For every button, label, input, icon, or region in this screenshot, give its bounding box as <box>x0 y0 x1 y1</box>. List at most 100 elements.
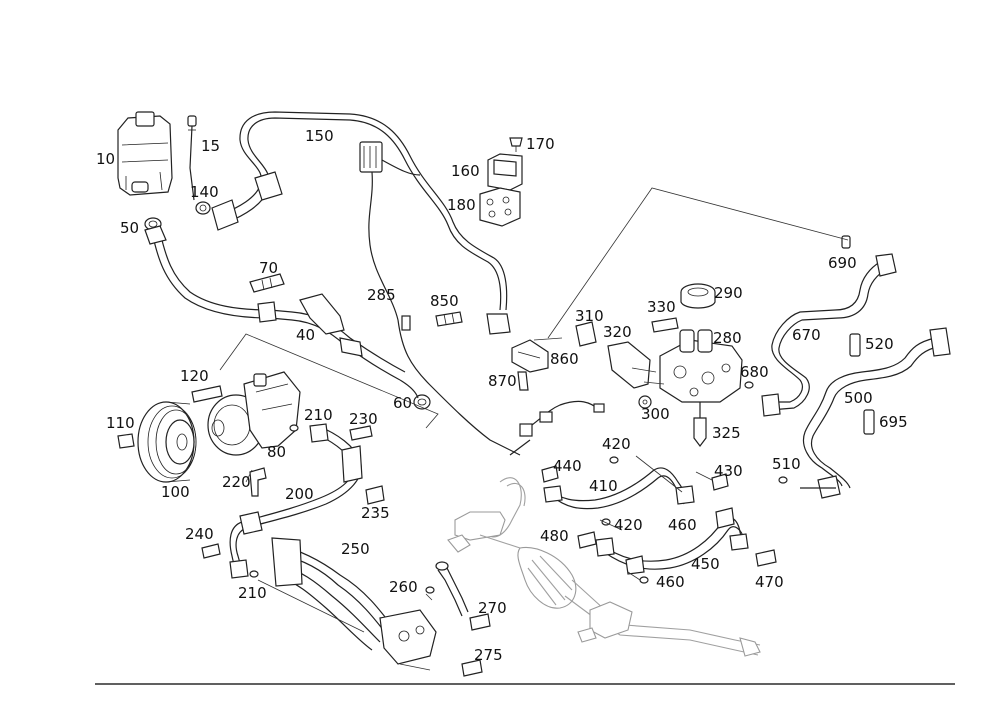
bracket-310[interactable] <box>575 321 597 347</box>
callout-210-lower[interactable]: 210 <box>238 584 267 602</box>
callout-470[interactable]: 470 <box>755 573 784 591</box>
callout-860[interactable]: 860 <box>550 350 579 368</box>
callout-670[interactable]: 670 <box>792 326 821 344</box>
callout-40[interactable]: 40 <box>296 326 315 344</box>
callout-410[interactable]: 410 <box>589 477 618 495</box>
harness-285[interactable] <box>359 141 521 456</box>
return-hose-150[interactable] <box>211 111 511 335</box>
callout-240[interactable]: 240 <box>185 525 214 543</box>
callout-260[interactable]: 260 <box>389 578 418 596</box>
callout-200[interactable]: 200 <box>285 485 314 503</box>
line-500[interactable] <box>800 327 951 499</box>
bolt-70[interactable] <box>249 273 285 293</box>
line-670[interactable] <box>761 253 897 417</box>
bolt-430[interactable] <box>711 473 729 491</box>
callout-460-lower[interactable]: 460 <box>656 573 685 591</box>
callout-150[interactable]: 150 <box>305 127 334 145</box>
pressure-line-200[interactable] <box>229 423 363 579</box>
valve-block-280[interactable] <box>659 329 743 403</box>
sensor-harness[interactable] <box>509 400 605 456</box>
washer-260[interactable] <box>425 586 435 594</box>
callout-180[interactable]: 180 <box>447 196 476 214</box>
bolt-270[interactable] <box>469 613 491 631</box>
pulley-100[interactable] <box>137 401 197 483</box>
bracket-320[interactable] <box>607 341 651 389</box>
callout-310[interactable]: 310 <box>575 307 604 325</box>
callout-10[interactable]: 10 <box>96 150 115 168</box>
clamp-140[interactable] <box>195 201 211 215</box>
bolt-220[interactable] <box>249 467 267 497</box>
callout-230[interactable]: 230 <box>349 410 378 428</box>
sensor-325[interactable] <box>693 402 707 447</box>
cap-290[interactable] <box>680 283 716 309</box>
callout-680[interactable]: 680 <box>740 363 769 381</box>
washer-420-upper[interactable] <box>609 456 619 464</box>
washer-460-lower[interactable] <box>639 576 649 584</box>
callout-275[interactable]: 275 <box>474 646 503 664</box>
callout-170[interactable]: 170 <box>526 135 555 153</box>
washer-210-upper[interactable] <box>289 424 299 432</box>
callout-430[interactable]: 430 <box>714 462 743 480</box>
bolt-110[interactable] <box>117 433 135 449</box>
callout-110[interactable]: 110 <box>106 414 135 432</box>
callout-100[interactable]: 100 <box>161 483 190 501</box>
callout-480[interactable]: 480 <box>540 527 569 545</box>
callout-850[interactable]: 850 <box>430 292 459 310</box>
reservoir-10[interactable] <box>117 111 173 196</box>
grommet-870[interactable] <box>517 371 529 391</box>
bracket-160[interactable] <box>487 153 523 191</box>
callout-510[interactable]: 510 <box>772 455 801 473</box>
callout-460-upper[interactable]: 460 <box>668 516 697 534</box>
callout-520[interactable]: 520 <box>865 335 894 353</box>
callout-330[interactable]: 330 <box>647 298 676 316</box>
bolt-230[interactable] <box>349 425 373 441</box>
bolt-695[interactable] <box>863 409 875 435</box>
bolt-440[interactable] <box>541 465 559 483</box>
callout-695[interactable]: 695 <box>879 413 908 431</box>
callout-140[interactable]: 140 <box>190 183 219 201</box>
bolt-850[interactable] <box>435 311 463 327</box>
callout-120[interactable]: 120 <box>180 367 209 385</box>
callout-420-upper[interactable]: 420 <box>602 435 631 453</box>
callout-320[interactable]: 320 <box>603 323 632 341</box>
callout-50[interactable]: 50 <box>120 219 139 237</box>
bolt-170[interactable] <box>509 137 523 152</box>
callout-15[interactable]: 15 <box>201 137 220 155</box>
bolt-300[interactable] <box>638 395 652 409</box>
damper-180[interactable] <box>479 187 521 227</box>
bolt-520[interactable] <box>849 333 861 357</box>
bolt-480[interactable] <box>577 531 597 549</box>
bolt-470[interactable] <box>755 549 777 567</box>
callout-690[interactable]: 690 <box>828 254 857 272</box>
dipstick-15[interactable] <box>187 115 197 201</box>
callout-250[interactable]: 250 <box>341 540 370 558</box>
bolt-235[interactable] <box>365 485 385 505</box>
line-250-hook[interactable] <box>435 561 469 617</box>
fitting-690[interactable] <box>841 235 851 249</box>
callout-440[interactable]: 440 <box>553 457 582 475</box>
callout-290[interactable]: 290 <box>714 284 743 302</box>
callout-220[interactable]: 220 <box>222 473 251 491</box>
callout-450[interactable]: 450 <box>691 555 720 573</box>
callout-300[interactable]: 300 <box>641 405 670 423</box>
callout-70[interactable]: 70 <box>259 259 278 277</box>
callout-60[interactable]: 60 <box>393 394 412 412</box>
line-set-250[interactable] <box>271 537 437 665</box>
callout-285[interactable]: 285 <box>367 286 396 304</box>
callout-160[interactable]: 160 <box>451 162 480 180</box>
bolt-240[interactable] <box>201 543 221 559</box>
callout-870[interactable]: 870 <box>488 372 517 390</box>
callout-325[interactable]: 325 <box>712 424 741 442</box>
pump-80[interactable] <box>207 371 301 456</box>
washer-680[interactable] <box>744 381 754 389</box>
callout-500[interactable]: 500 <box>844 389 873 407</box>
bolt-275[interactable] <box>461 659 483 677</box>
callout-280[interactable]: 280 <box>713 329 742 347</box>
bracket-860[interactable] <box>511 339 549 373</box>
bolt-120[interactable] <box>191 385 223 403</box>
line-450[interactable] <box>595 507 749 575</box>
callout-270[interactable]: 270 <box>478 599 507 617</box>
callout-80[interactable]: 80 <box>267 443 286 461</box>
callout-420-lower[interactable]: 420 <box>614 516 643 534</box>
bolt-330[interactable] <box>651 317 679 333</box>
